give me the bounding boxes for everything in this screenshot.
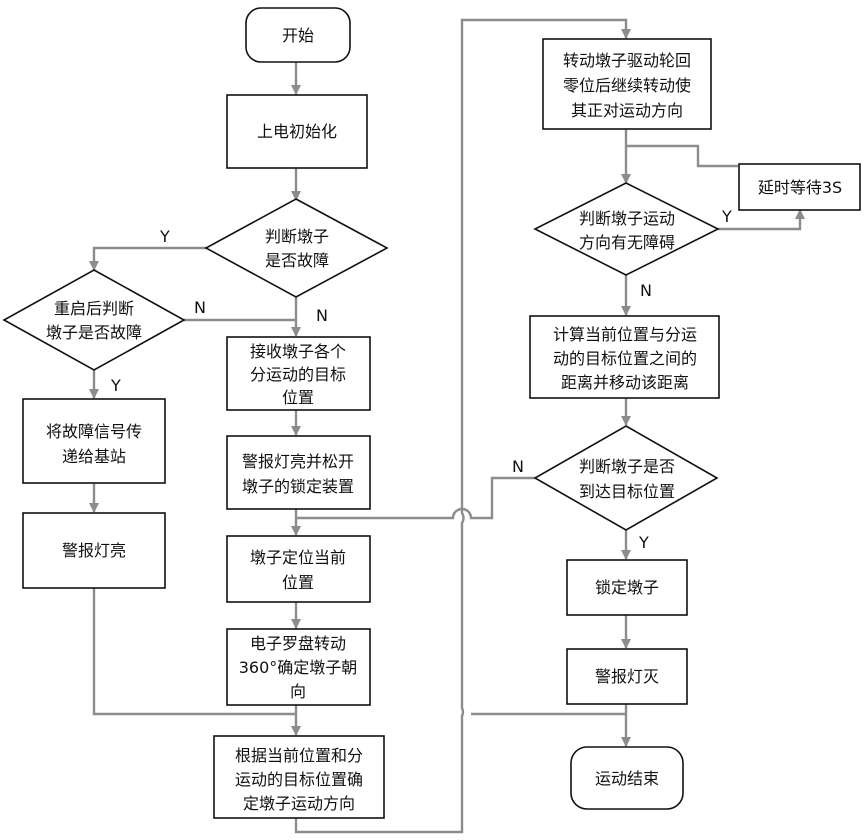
arrow-delay-loop: [626, 146, 738, 166]
node-start: 开始: [246, 8, 350, 62]
node-compass-line3: 向: [290, 682, 306, 701]
node-alarm-on-left: 警报灯亮: [23, 513, 165, 588]
node-fault-check-line2: 是否故障: [265, 251, 329, 270]
node-receive-target-line2: 分运动的目标: [250, 365, 346, 384]
node-obstacle-check: 判断墩子运动 方向有无障碍: [535, 183, 718, 275]
node-send-signal: 将故障信号传 递给基站: [23, 399, 165, 483]
node-alarm-release-line1: 警报灯亮并松开: [242, 452, 354, 471]
node-receive-target-line1: 接收墩子各个: [250, 342, 346, 361]
node-send-signal-line2: 递给基站: [62, 447, 126, 466]
label-obstacle-no: N: [640, 281, 652, 300]
label-target-no: N: [512, 457, 524, 476]
node-alarm-release: 警报灯亮并松开 墩子的锁定装置: [227, 436, 370, 509]
node-restart-check-line1: 重启后判断: [54, 299, 134, 318]
node-send-signal-line1: 将故障信号传: [46, 422, 142, 441]
node-alarm-off-label: 警报灯灭: [595, 667, 659, 686]
label-fault-no: N: [316, 306, 328, 325]
node-obstacle-check-line2: 方向有无障碍: [579, 233, 675, 252]
node-rotate-line3: 其正对运动方向: [571, 101, 683, 120]
node-compute-move-line2: 动的目标位置之间的: [553, 349, 697, 368]
node-compute-move: 计算当前位置与分运 动的目标位置之间的 距离并移动该距离: [530, 316, 719, 398]
node-direction: 根据当前位置和分 运动的目标位置确 定墩子运动方向: [214, 736, 384, 818]
node-init: 上电初始化: [227, 95, 367, 168]
node-rotate-line2: 零位后继续转动使: [563, 76, 691, 95]
node-direction-line2: 运动的目标位置确: [235, 770, 363, 789]
label-restart-no: N: [194, 298, 206, 317]
label-target-yes: Y: [638, 533, 649, 552]
node-target-check-line2: 到达目标位置: [579, 482, 675, 501]
node-target-check: 判断墩子是否 到达目标位置: [535, 426, 717, 530]
node-receive-target: 接收墩子各个 分运动的目标 位置: [227, 337, 370, 410]
node-direction-line3: 定墩子运动方向: [243, 794, 355, 813]
node-rotate: 转动墩子驱动轮回 零位后继续转动使 其正对运动方向: [543, 39, 711, 129]
label-obstacle-yes: Y: [721, 207, 732, 226]
node-compute-move-line1: 计算当前位置与分运: [553, 325, 697, 344]
node-fault-check: 判断墩子 是否故障: [206, 199, 387, 297]
node-lock: 锁定墩子: [567, 560, 687, 615]
node-restart-check-line2: 墩子是否故障: [46, 323, 142, 342]
node-restart-check: 重启后判断 墩子是否故障: [4, 270, 184, 370]
label-restart-yes: Y: [110, 376, 121, 395]
node-target-check-line1: 判断墩子是否: [579, 457, 675, 476]
node-alarm-off: 警报灯灭: [567, 649, 687, 704]
node-alarm-on-left-label: 警报灯亮: [62, 541, 126, 560]
node-direction-line1: 根据当前位置和分: [235, 746, 363, 765]
node-obstacle-check-line1: 判断墩子运动: [579, 209, 675, 228]
label-fault-yes: Y: [159, 227, 170, 246]
node-rotate-line1: 转动墩子驱动轮回: [563, 51, 691, 70]
node-locate: 墩子定位当前 位置: [227, 536, 370, 602]
arrow-faultcheck-yes: [94, 248, 206, 270]
node-compass-line2: 360°确定墩子朝: [239, 658, 358, 677]
node-locate-line1: 墩子定位当前: [250, 548, 346, 567]
node-compass-line1: 电子罗盘转动: [250, 634, 346, 653]
node-init-label: 上电初始化: [257, 122, 337, 141]
node-receive-target-line3: 位置: [282, 388, 314, 407]
node-delay: 延时等待3S: [739, 164, 860, 210]
node-compute-move-line3: 距离并移动该距离: [561, 373, 689, 392]
node-end-label: 运动结束: [595, 769, 659, 788]
node-alarm-release-line2: 墩子的锁定装置: [242, 477, 354, 496]
node-lock-label: 锁定墩子: [595, 578, 659, 597]
connectors: [94, 20, 800, 832]
node-fault-check-line1: 判断墩子: [265, 227, 329, 246]
node-locate-line2: 位置: [282, 573, 314, 592]
node-delay-label: 延时等待3S: [758, 178, 842, 197]
node-compass: 电子罗盘转动 360°确定墩子朝 向: [227, 629, 370, 705]
node-end: 运动结束: [571, 747, 683, 809]
node-start-label: 开始: [282, 26, 314, 45]
